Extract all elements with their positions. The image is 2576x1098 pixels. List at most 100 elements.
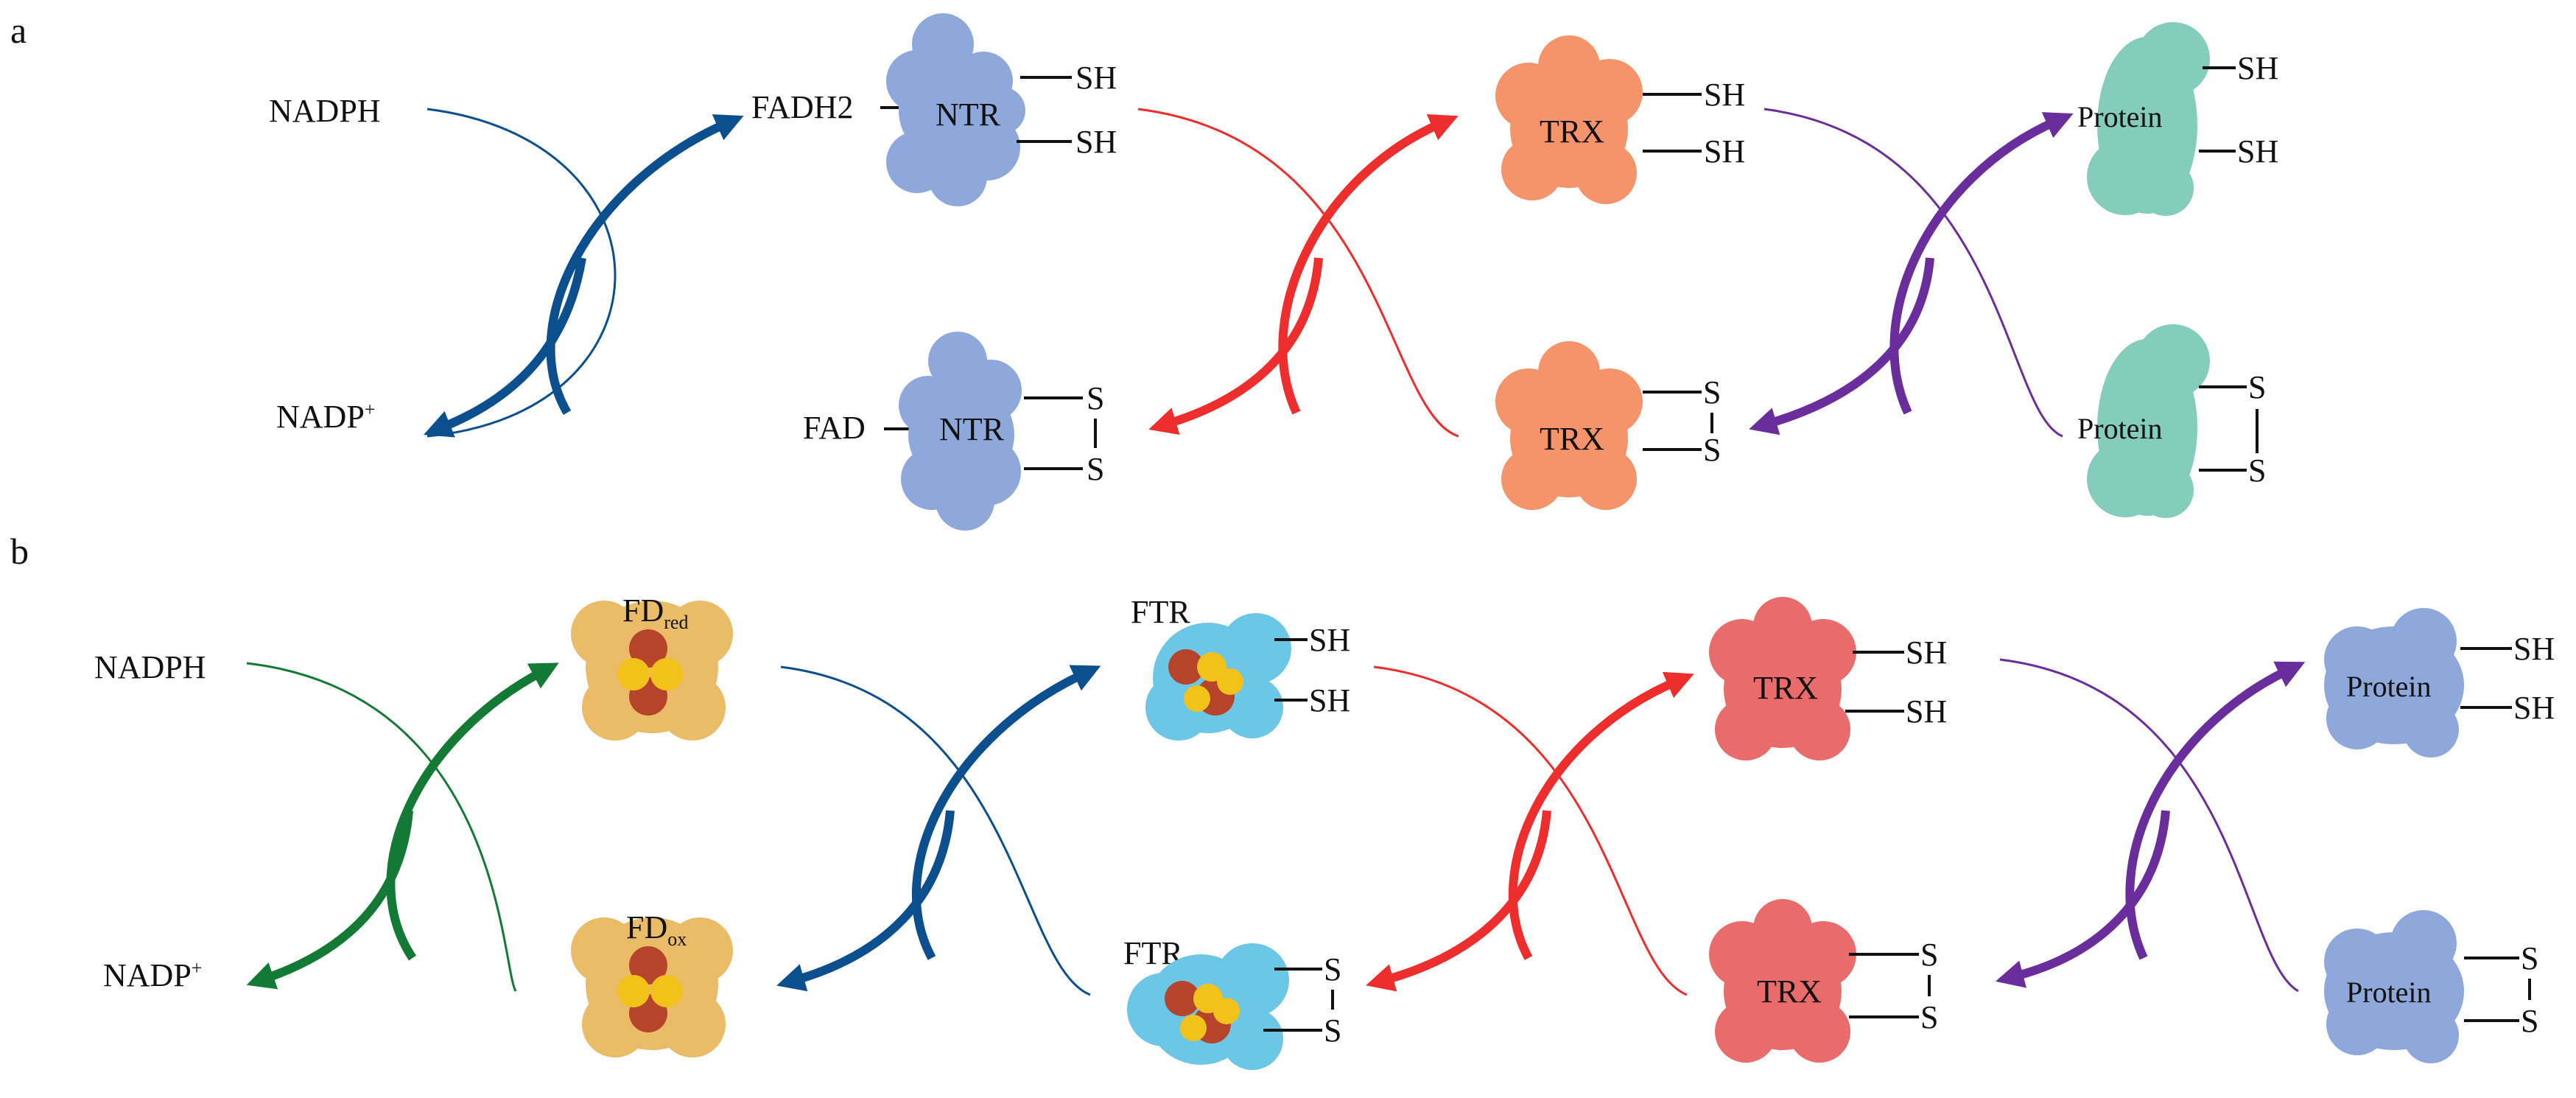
thin-arc-a3 xyxy=(1763,108,2063,438)
sh-ftr-2: SH xyxy=(1309,682,1350,718)
ntr-label-bottom: NTR xyxy=(939,411,1005,447)
fadh2-label: FADH2 xyxy=(751,89,854,125)
trx-protein-bottom-b xyxy=(1709,899,1856,1063)
protein-shape-bottom-a xyxy=(2087,324,2210,518)
cycle-a2 xyxy=(1137,108,1459,438)
protein-shape-top-a xyxy=(2087,22,2210,216)
s-trx-b2: S xyxy=(1920,999,1938,1035)
ntr-oxidized: FAD NTR S S xyxy=(803,332,1104,531)
thin-arc-b2 xyxy=(780,665,1091,996)
s-ntr-1: S xyxy=(1087,380,1104,416)
s-ntr-2: S xyxy=(1087,451,1104,487)
trx-protein-bottom-a xyxy=(1495,341,1643,510)
sh-protein-b2: SH xyxy=(2513,690,2555,726)
trx-oxidized-a: TRX S S xyxy=(1495,341,1721,510)
protein-reduced-b: Protein SH SH xyxy=(2324,608,2555,758)
nadp-label-b: NADP+ xyxy=(103,957,202,993)
cycle-a3 xyxy=(1749,108,2074,438)
s-protein-a2: S xyxy=(2248,452,2266,489)
protein-shape-top-b xyxy=(2324,608,2464,758)
sh-protein-b1: SH xyxy=(2513,631,2555,667)
sh-protein-a1: SH xyxy=(2237,50,2278,86)
panel-a: a NADPH NADP+ FADH2 NTR xyxy=(10,10,2278,531)
trx-protein-top-b xyxy=(1709,597,1856,760)
arrow-b3-down xyxy=(1366,810,1551,992)
arrow-b4-up xyxy=(2125,661,2306,960)
protein-oxidized-b: Protein S S xyxy=(2324,910,2538,1063)
sh-ntr-2: SH xyxy=(1075,124,1117,160)
sh-ntr-1: SH xyxy=(1075,60,1117,96)
sh-ftr-1: SH xyxy=(1309,622,1350,658)
panel-b-label: b xyxy=(10,531,29,572)
arrow-b2-down xyxy=(776,810,955,992)
thin-arc-b3 xyxy=(1373,665,1688,996)
panel-a-label: a xyxy=(10,10,27,51)
iron-sulfur-cluster-fd-red xyxy=(617,629,683,716)
cycle-b3 xyxy=(1366,665,1694,996)
nadph-label-b: NADPH xyxy=(94,649,206,685)
s-protein-a1: S xyxy=(2248,369,2266,405)
arrow-a2-down xyxy=(1148,257,1323,436)
sh-trx-b2: SH xyxy=(1906,693,1947,730)
ftr-label-top: FTR xyxy=(1131,594,1190,630)
panel-b: b NADPH NADP+ FDred xyxy=(10,531,2555,1070)
thin-arc-a1 xyxy=(427,108,617,438)
arrow-b4-down xyxy=(1995,810,2170,988)
thin-arc-b4 xyxy=(1999,658,2299,993)
nadph-label-a: NADPH xyxy=(269,93,381,129)
nadp-label-a: NADP+ xyxy=(276,399,375,435)
iron-sulfur-cluster-fd-ox xyxy=(617,946,683,1032)
protein-shape-bottom-b xyxy=(2324,910,2464,1063)
arrow-b1-down xyxy=(246,810,413,990)
ftr-oxidized: FTR S S xyxy=(1123,935,1341,1070)
thin-arc-b1 xyxy=(246,662,517,992)
thin-arc-a2 xyxy=(1137,108,1459,438)
s-trx-a2: S xyxy=(1703,432,1721,468)
s-trx-b1: S xyxy=(1920,937,1938,973)
s-ftr-1: S xyxy=(1324,951,1341,987)
protein-label-bottom-b: Protein xyxy=(2346,976,2432,1009)
arrow-b3-up xyxy=(1508,671,1694,960)
arrow-a3-up xyxy=(1889,112,2074,415)
cycle-a1: NADPH NADP+ xyxy=(269,93,744,438)
s-trx-a1: S xyxy=(1703,374,1721,410)
trx-label-bottom-a: TRX xyxy=(1540,421,1604,457)
arrow-b1-up xyxy=(386,662,559,961)
fd-reduced: FDred xyxy=(571,592,733,741)
protein-oxidized-a: Protein S S xyxy=(2077,324,2266,518)
iron-sulfur-cluster-ftr-ox xyxy=(1165,981,1240,1043)
trx-label-top-a: TRX xyxy=(1540,113,1604,150)
protein-label-bottom-a: Protein xyxy=(2077,412,2163,445)
fd-oxidized: FDox xyxy=(571,909,733,1057)
ftr-reduced: FTR SH SH xyxy=(1131,594,1350,741)
protein-reduced-a: Protein SH SH xyxy=(2077,22,2278,216)
arrow-a1-up xyxy=(546,114,744,416)
trx-reduced-a: TRX SH SH xyxy=(1495,35,1745,204)
ntr-reduced: FADH2 NTR SH SH xyxy=(751,13,1117,206)
arrow-a1-down xyxy=(424,257,586,438)
trx-oxidized-b: TRX S S xyxy=(1709,899,1938,1063)
iron-sulfur-cluster-ftr-red xyxy=(1168,649,1243,716)
s-protein-b1: S xyxy=(2521,940,2538,976)
cycle-b4 xyxy=(1995,658,2306,993)
ntr-protein-bottom xyxy=(899,332,1022,531)
sh-trx-b1: SH xyxy=(1906,634,1947,671)
sh-protein-a2: SH xyxy=(2237,133,2278,169)
trx-protein-top-a xyxy=(1495,35,1643,204)
fd-red-label: FDred xyxy=(622,592,688,633)
s-ftr-2: S xyxy=(1324,1013,1341,1049)
s-protein-b2: S xyxy=(2521,1003,2538,1039)
cycle-b2 xyxy=(776,665,1101,996)
trx-reduced-b: TRX SH SH xyxy=(1709,597,1947,760)
fad-label: FAD xyxy=(803,410,866,446)
ntr-protein-top xyxy=(886,13,1025,206)
ntr-label-top: NTR xyxy=(936,97,1001,133)
trx-label-top-b: TRX xyxy=(1753,670,1818,706)
trx-label-bottom-b: TRX xyxy=(1757,973,1822,1010)
arrow-a3-down xyxy=(1749,257,1934,436)
arrow-a2-up xyxy=(1278,114,1459,415)
sh-trx-a2: SH xyxy=(1704,133,1745,169)
protein-label-top-b: Protein xyxy=(2346,670,2432,703)
cycle-b1: NADPH NADP+ xyxy=(94,649,559,993)
